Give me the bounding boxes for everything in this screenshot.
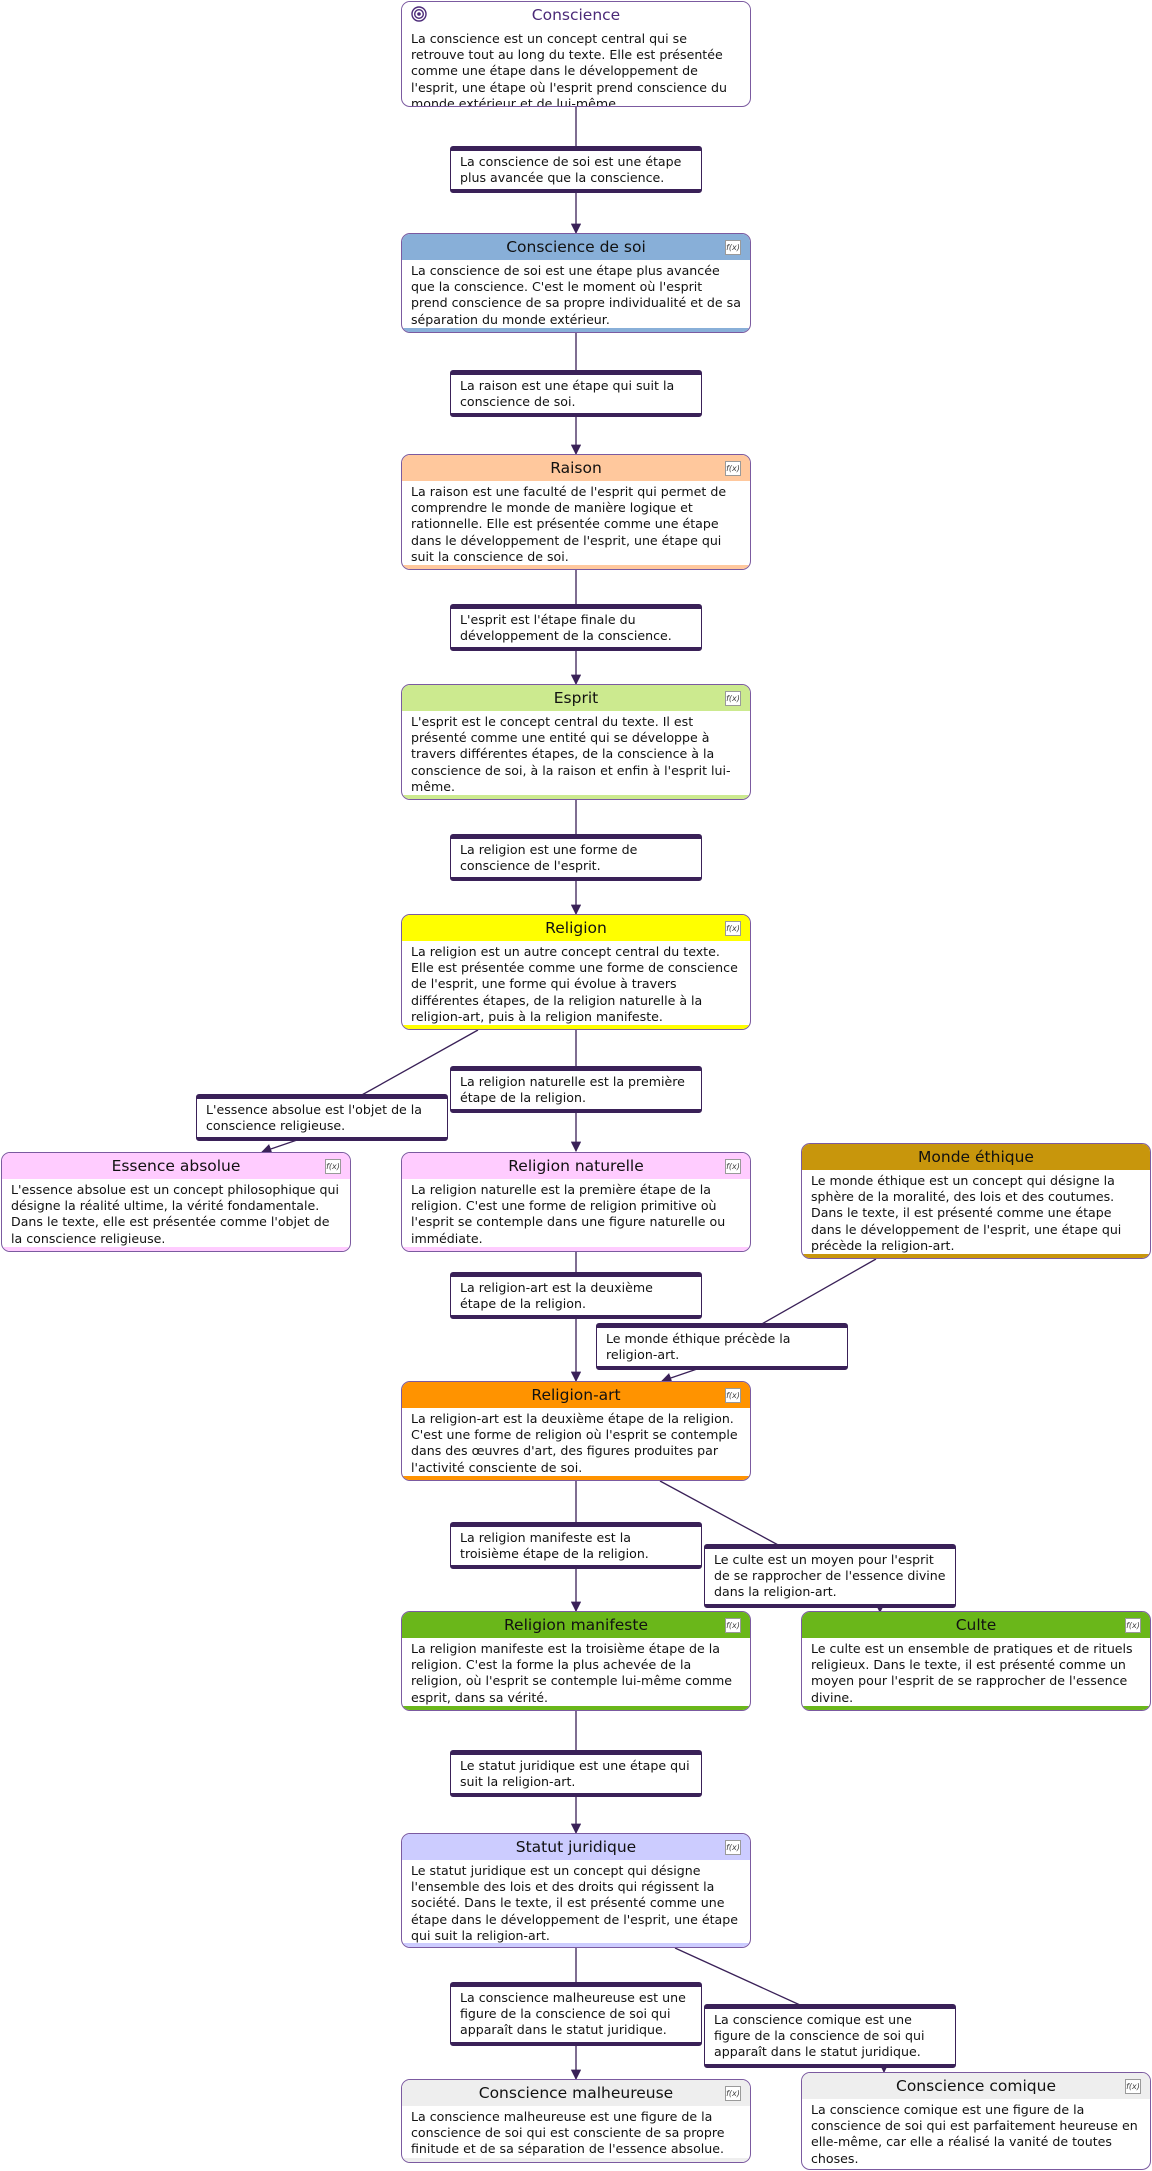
node-religion-art[interactable]: Religion-art f(x) La religion-art est la…: [401, 1381, 751, 1481]
node-statut-juridique[interactable]: Statut juridique f(x) Le statut juridiqu…: [401, 1833, 751, 1948]
edge-line: [759, 1258, 877, 1326]
node-religion-naturelle[interactable]: Religion naturelle f(x) La religion natu…: [401, 1152, 751, 1252]
node-title: Esprit: [553, 689, 599, 707]
node-conscience[interactable]: Conscience La conscience est un concept …: [401, 1, 751, 107]
node-footer-bar: [402, 328, 750, 332]
node-description: La conscience de soi est une étape plus …: [411, 263, 741, 327]
node-title: Raison: [550, 459, 602, 477]
node-title: Religion: [545, 919, 607, 937]
edge-label[interactable]: L'essence absolue est l'objet de la cons…: [196, 1094, 448, 1141]
function-icon[interactable]: f(x): [725, 1840, 741, 1855]
node-title: Culte: [955, 1616, 997, 1634]
edge-label[interactable]: Le monde éthique précède la religion-art…: [596, 1323, 848, 1370]
node-title: Conscience comique: [896, 2077, 1056, 2095]
function-icon[interactable]: f(x): [325, 1159, 341, 1174]
node-title: Religion-art: [531, 1386, 621, 1404]
node-footer-bar: [402, 1476, 750, 1480]
node-description: Le culte est un ensemble de pratiques et…: [811, 1641, 1133, 1705]
node-footer-bar: [402, 1943, 750, 1947]
node-title: Religion manifeste: [503, 1616, 648, 1634]
node-footer-bar: [2, 1247, 350, 1251]
node-description: La religion-art est la deuxième étape de…: [411, 1411, 738, 1475]
function-icon[interactable]: f(x): [725, 2086, 741, 2101]
edge-label[interactable]: Le culte est un moyen pour l'esprit de s…: [704, 1544, 956, 1608]
node-religion[interactable]: Religion f(x) La religion est un autre c…: [401, 914, 751, 1030]
edge-label[interactable]: La conscience comique est une figure de …: [704, 2004, 956, 2068]
node-footer-bar: [402, 565, 750, 569]
node-title: Essence absolue: [111, 1157, 241, 1175]
node-conscience-comique[interactable]: Conscience comique f(x) La conscience co…: [801, 2072, 1151, 2170]
node-footer-bar: [802, 1254, 1150, 1258]
function-icon[interactable]: f(x): [725, 1388, 741, 1403]
node-conscience-de-soi[interactable]: Conscience de soi f(x) La conscience de …: [401, 233, 751, 333]
node-esprit[interactable]: Esprit f(x) L'esprit est le concept cent…: [401, 684, 751, 800]
node-footer-bar: [402, 795, 750, 799]
edge-label[interactable]: La religion naturelle est la première ét…: [450, 1066, 702, 1113]
node-description: Le statut juridique est un concept qui d…: [411, 1863, 738, 1943]
function-icon[interactable]: f(x): [725, 461, 741, 476]
node-footer-bar: [402, 2158, 750, 2162]
edge-label[interactable]: La religion est une forme de conscience …: [450, 834, 702, 881]
function-icon[interactable]: f(x): [725, 1159, 741, 1174]
node-description: La conscience malheureuse est une figure…: [411, 2109, 725, 2157]
node-religion-manifeste[interactable]: Religion manifeste f(x) La religion mani…: [401, 1611, 751, 1711]
edge-label[interactable]: L'esprit est l'étape finale du développe…: [450, 604, 702, 651]
node-description: La religion naturelle est la première ét…: [411, 1182, 726, 1246]
node-footer-bar: [402, 1247, 750, 1251]
node-title: Conscience de soi: [506, 238, 646, 256]
node-footer-bar: [402, 1706, 750, 1710]
node-title: Religion naturelle: [508, 1157, 644, 1175]
function-icon[interactable]: f(x): [725, 691, 741, 706]
node-description: La conscience comique est une figure de …: [811, 2102, 1138, 2166]
node-description: La religion est un autre concept central…: [411, 944, 738, 1024]
node-title: Statut juridique: [515, 1838, 637, 1856]
node-description: Le monde éthique est un concept qui dési…: [811, 1173, 1122, 1253]
node-conscience-malheureuse[interactable]: Conscience malheureuse f(x) La conscienc…: [401, 2079, 751, 2163]
function-icon[interactable]: f(x): [1125, 1618, 1141, 1633]
node-raison[interactable]: Raison f(x) La raison est une faculté de…: [401, 454, 751, 570]
node-description: La raison est une faculté de l'esprit qu…: [411, 484, 727, 564]
node-monde-ethique[interactable]: Monde éthique Le monde éthique est un co…: [801, 1143, 1151, 1259]
edge-label[interactable]: La conscience de soi est une étape plus …: [450, 146, 702, 193]
edge-label[interactable]: Le statut juridique est une étape qui su…: [450, 1750, 702, 1797]
edge-label[interactable]: La conscience malheureuse est une figure…: [450, 1982, 702, 2046]
node-title: Monde éthique: [918, 1148, 1034, 1166]
node-description: La religion manifeste est la troisième é…: [411, 1641, 732, 1705]
node-description: L'esprit est le concept central du texte…: [411, 714, 731, 794]
node-description: La conscience est un concept central qui…: [411, 31, 727, 107]
function-icon[interactable]: f(x): [1125, 2079, 1141, 2094]
function-icon[interactable]: f(x): [725, 240, 741, 255]
edge-label[interactable]: La religion-art est la deuxième étape de…: [450, 1272, 702, 1319]
edge-label[interactable]: La raison est une étape qui suit la cons…: [450, 370, 702, 417]
node-footer-bar: [402, 1025, 750, 1029]
edge-label[interactable]: La religion manifeste est la troisième é…: [450, 1522, 702, 1569]
node-title: Conscience: [531, 6, 621, 24]
function-icon[interactable]: f(x): [725, 1618, 741, 1633]
node-footer-bar: [802, 1706, 1150, 1710]
target-icon: [411, 6, 427, 22]
node-title: Conscience malheureuse: [478, 2084, 674, 2102]
function-icon[interactable]: f(x): [725, 921, 741, 936]
node-description: L'essence absolue est un concept philoso…: [11, 1182, 340, 1246]
node-essence-absolue[interactable]: Essence absolue f(x) L'essence absolue e…: [1, 1152, 351, 1252]
node-culte[interactable]: Culte f(x) Le culte est un ensemble de p…: [801, 1611, 1151, 1711]
